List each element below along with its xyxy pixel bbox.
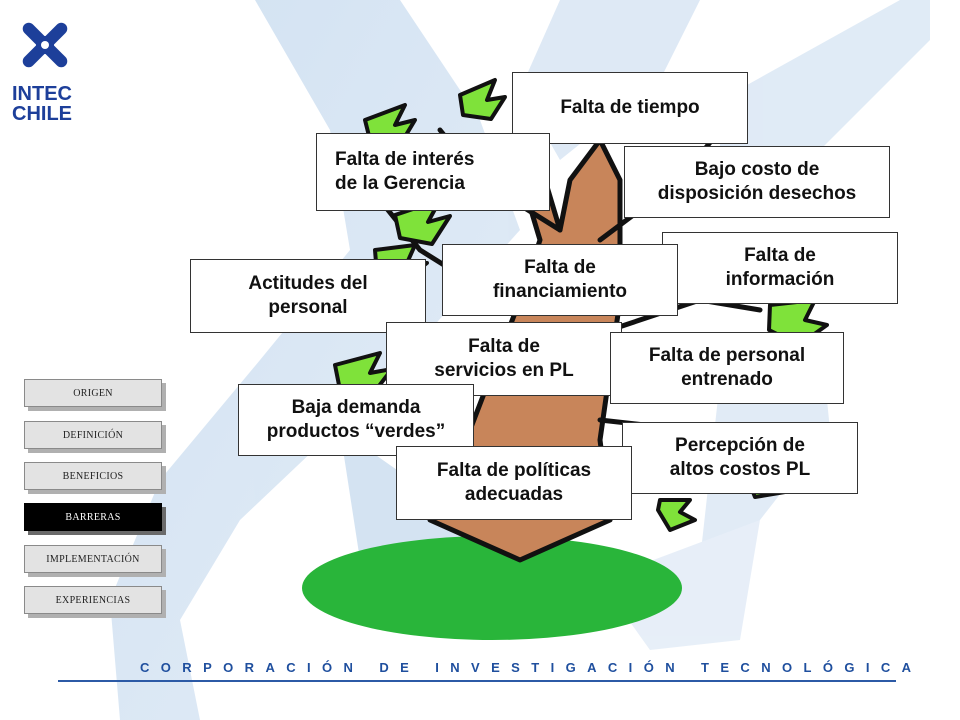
barrier-falta-de-personal: Falta de personal entrenado: [610, 332, 844, 404]
barrier-falta-de-interes: Falta de interés de la Gerencia: [316, 133, 550, 211]
barrier-percepcion-costos: Percepción de altos costos PL: [622, 422, 858, 494]
barrier-bajo-costo: Bajo costo de disposición desechos: [624, 146, 890, 218]
barrier-falta-de-financiamiento: Falta de financiamiento: [442, 244, 678, 316]
barrier-falta-de-politicas: Falta de políticas adecuadas: [396, 446, 632, 520]
footer-divider: [58, 680, 896, 682]
logo-line-1: INTEC: [12, 83, 72, 105]
barrier-actitudes-del-personal: Actitudes del personal: [190, 259, 426, 333]
intec-logo: INTEC CHILE: [12, 12, 92, 124]
barrier-falta-de-servicios: Falta de servicios en PL: [386, 322, 622, 396]
intec-snowflake-icon: [22, 22, 68, 68]
logo-line-2: CHILE: [12, 103, 72, 125]
nav-implementacion-button[interactable]: IMPLEMENTACIÓN: [24, 545, 162, 573]
barrier-baja-demanda: Baja demanda productos “verdes”: [238, 384, 474, 456]
ground-ellipse: [302, 536, 682, 640]
nav-definicion-button[interactable]: DEFINICIÓN: [24, 421, 162, 449]
nav-experiencias-button[interactable]: EXPERIENCIAS: [24, 586, 162, 614]
footer-organization-name: CORPORACIÓN DE INVESTIGACIÓN TECNOLÓGICA: [140, 660, 923, 675]
barrier-falta-de-informacion: Falta de información: [662, 232, 898, 304]
nav-origen-button[interactable]: ORIGEN: [24, 379, 162, 407]
nav-barreras-button[interactable]: BARRERAS: [24, 503, 162, 531]
nav-beneficios-button[interactable]: BENEFICIOS: [24, 462, 162, 490]
barrier-falta-de-tiempo: Falta de tiempo: [512, 72, 748, 144]
